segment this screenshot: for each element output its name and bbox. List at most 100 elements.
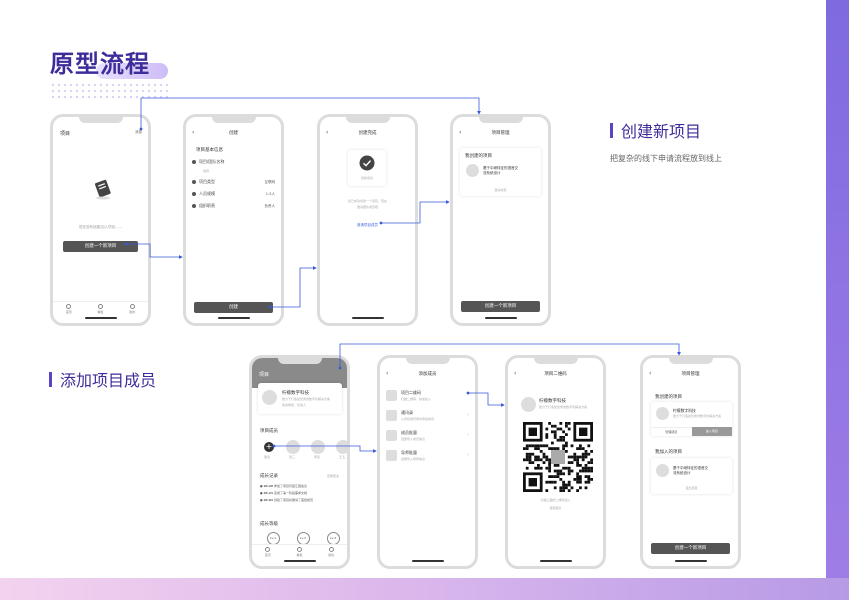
manage-project-button[interactable]: 管理项目	[651, 427, 692, 436]
back-arrow-icon[interactable]: ‹	[192, 129, 195, 136]
edit-icon	[192, 160, 196, 164]
empty-document-icon	[95, 179, 111, 200]
add-member-icon[interactable]: +	[264, 442, 274, 452]
phone-screen-project-home: 项目 柠檬数字科技 致力于打造最优秀的数字化解决方案 我的角色：负责人 项目成员…	[249, 355, 350, 569]
tab-board[interactable]: 看板	[296, 545, 302, 558]
created-projects-card: 我创建的项目 基于中继特征的语音交 流系统设计 邀请成员	[460, 148, 541, 196]
tab-label: 首页	[65, 310, 72, 314]
form-section-title: 项目基本信息	[196, 148, 223, 153]
create-project-button[interactable]: 创建一个新项目	[651, 543, 730, 554]
home-indicator	[411, 560, 444, 562]
clock-icon	[296, 547, 302, 552]
back-arrow-icon[interactable]: ‹	[514, 370, 517, 377]
company-avatar	[262, 390, 277, 405]
joined-section-title: 我加入的项目	[655, 450, 682, 455]
list-item-member-batch[interactable]: 成员批量批量导入成员信息 ›	[386, 427, 469, 443]
project-type-row[interactable]: 项目类型互联网	[192, 179, 275, 185]
project-name[interactable]: 柠檬数字科技	[673, 408, 696, 413]
create-button[interactable]: 创建	[194, 302, 273, 313]
row-label: 组织职责	[199, 203, 215, 208]
tab-board[interactable]: 看板	[97, 302, 103, 315]
phone-notch	[478, 117, 523, 123]
company-card[interactable]: 柠檬数字科技 致力于打造最优秀的数字化解决方案 我的角色：负责人	[258, 383, 342, 414]
phone-screen-project-manage: ‹ 项目管理 我创建的项目 基于中继特征的语音交 流系统设计 邀请成员 创建一个…	[450, 114, 551, 326]
role-icon	[192, 204, 196, 208]
member-avatar[interactable]	[286, 440, 300, 454]
record-text: 创建了项目并邀请了首批成员	[274, 498, 314, 502]
growth-more-link[interactable]: 查看更多	[326, 474, 339, 478]
tab-mine[interactable]: 我的	[129, 302, 135, 315]
role-row[interactable]: 组织职责负责人	[192, 203, 275, 209]
user-icon	[129, 304, 135, 309]
clock-icon	[97, 304, 103, 309]
back-arrow-icon[interactable]: ‹	[326, 129, 329, 136]
phone-screen-project-manage-2: ‹ 项目管理 我创建的项目 柠檬数字科技 致力于打造最优秀的数字化解决方案 管理…	[640, 355, 741, 569]
back-arrow-icon[interactable]: ‹	[649, 370, 652, 377]
row-value: 1-5人	[265, 191, 275, 196]
project-name-2: 流系统设计	[483, 171, 501, 175]
section-add-members: 添加项目成员	[49, 367, 156, 391]
bottom-gradient-strip	[0, 578, 849, 600]
created-project-card: 柠檬数字科技 致力于打造最优秀的数字化解决方案 管理项目 进入项目	[651, 402, 732, 436]
team-size-row[interactable]: 人员规模 1-5人	[192, 191, 275, 197]
create-project-button[interactable]: 创建一个新项目	[63, 241, 138, 252]
card-section-title: 我创建的项目	[465, 154, 492, 159]
contacts-icon	[386, 409, 397, 421]
tab-mine[interactable]: 我的	[328, 545, 334, 558]
item-title: 成员批量	[401, 429, 417, 435]
home-indicator	[674, 560, 707, 562]
title-decoration	[96, 63, 168, 79]
section-description: 把复杂的线下申请流程放到线上	[610, 154, 722, 163]
chevron-right-icon: ›	[467, 452, 469, 458]
list-item-mentor-batch[interactable]: 导师批量批量导入导师信息›	[386, 447, 469, 463]
status-bar	[459, 120, 542, 126]
tab-home[interactable]: 首页	[66, 302, 72, 315]
status-bar	[59, 120, 142, 126]
chevron-right-icon: ›	[467, 432, 469, 438]
phone-notch	[78, 117, 123, 123]
quit-project-link[interactable]: 退出项目	[685, 486, 698, 490]
section-bar	[610, 122, 613, 138]
invite-members-link[interactable]: 邀请项目成员	[357, 223, 378, 227]
company-subtitle: 致力于打造最优秀的数字化解决方案	[539, 405, 588, 409]
item-subtitle: 扫描二维码，快速加入	[401, 396, 432, 401]
item-subtitle: 批量导入成员信息	[401, 436, 426, 441]
create-project-button[interactable]: 创建一个新项目	[461, 301, 540, 312]
section-title: 添加项目成员	[60, 371, 157, 390]
home-indicator	[351, 317, 384, 319]
home-indicator	[539, 560, 572, 562]
project-name[interactable]: 基于中继特征的语音交	[673, 466, 708, 470]
member-avatar[interactable]	[336, 440, 347, 454]
members-row: + 邀请 张三 李四 王五	[260, 440, 347, 462]
tab-label: 看板	[97, 310, 104, 314]
tab-label: 看板	[296, 553, 303, 557]
screen-title: 创建	[229, 131, 238, 136]
back-arrow-icon[interactable]: ‹	[459, 129, 462, 136]
member-avatar[interactable]	[311, 440, 325, 454]
project-name-field[interactable]: 项目/团队名称	[192, 159, 275, 165]
section-bar	[49, 371, 52, 387]
tab-home[interactable]: 首页	[265, 545, 271, 558]
item-title: 项目二维码	[401, 389, 421, 395]
message-link[interactable]: 消息	[135, 130, 142, 134]
row-label: 人员规模	[199, 191, 215, 196]
short-name-field[interactable]: 简称	[203, 169, 210, 173]
save-image-link[interactable]: 保存图片	[549, 506, 562, 510]
invite-members-link[interactable]: 邀请成员	[494, 188, 507, 192]
list-item-qrcode[interactable]: 项目二维码扫描二维码，快速加入›	[386, 387, 469, 403]
back-arrow-icon[interactable]: ‹	[386, 370, 389, 377]
member-name: 邀请	[264, 455, 271, 459]
status-bar	[326, 120, 409, 126]
home-indicator	[283, 560, 316, 562]
home-indicator	[217, 317, 250, 319]
phone-notch	[277, 358, 322, 364]
qr-code	[523, 422, 593, 492]
item-subtitle: 从手机通讯录中添加成员	[401, 416, 435, 421]
dot-pattern	[50, 82, 170, 100]
list-item-contacts[interactable]: 通讯录从手机通讯录中添加成员›	[386, 407, 469, 423]
home-icon	[66, 304, 72, 309]
project-name[interactable]: 基于中继特征的语音交	[483, 166, 518, 170]
mentor-icon	[386, 449, 397, 461]
enter-project-button[interactable]: 进入项目	[691, 427, 732, 436]
